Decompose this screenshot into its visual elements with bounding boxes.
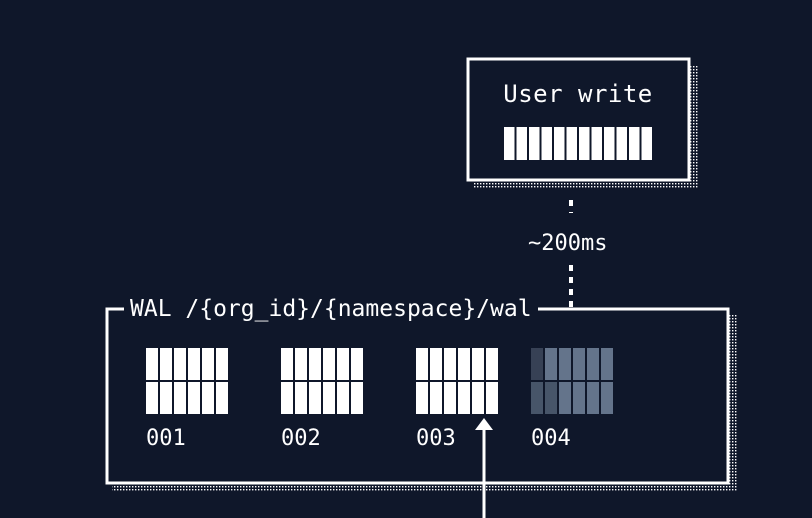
read-arrow-head (475, 418, 493, 430)
segment-cell (458, 348, 470, 380)
segment-cell (601, 382, 613, 414)
wal-segment-004 (531, 348, 613, 414)
segment-cell (281, 382, 293, 414)
payload-cell (541, 127, 552, 160)
segment-label-002: 002 (281, 426, 321, 451)
segment-cell (559, 348, 571, 380)
segment-cell (202, 382, 214, 414)
segment-cell (531, 382, 543, 414)
segment-cell (601, 348, 613, 380)
segment-cell (351, 348, 363, 380)
segment-cell (337, 382, 349, 414)
wal-segment-002 (281, 348, 363, 414)
segment-cell (416, 348, 428, 380)
segment-cell (323, 382, 335, 414)
segment-cell (458, 382, 470, 414)
segment-cell (174, 348, 186, 380)
segment-cell (545, 348, 557, 380)
segment-cell (486, 348, 498, 380)
segment-cell (188, 348, 200, 380)
segment-label-003: 003 (416, 426, 456, 451)
segment-cell (295, 382, 307, 414)
wal-segments (146, 348, 613, 414)
payload-cell (629, 127, 640, 160)
payload-cell (641, 127, 652, 160)
payload-cell (516, 127, 527, 160)
segment-label-004: 004 (531, 426, 571, 451)
segment-cell (545, 382, 557, 414)
segment-cell (472, 382, 484, 414)
segment-cell (216, 348, 228, 380)
segment-cell (573, 382, 585, 414)
segment-cell (202, 348, 214, 380)
segment-cell (146, 382, 158, 414)
payload-cell (591, 127, 602, 160)
payload-cell (504, 127, 515, 160)
latency-label: ~200ms (526, 231, 610, 257)
payload-cell (579, 127, 590, 160)
segment-cell (281, 348, 293, 380)
segment-cell (146, 348, 158, 380)
wal-segment-003 (416, 348, 498, 414)
payload-cell (529, 127, 540, 160)
segment-label-001: 001 (146, 426, 186, 451)
segment-cell (573, 348, 585, 380)
segment-cell (309, 382, 321, 414)
wal-segment-001 (146, 348, 228, 414)
user-write-title: User write (503, 80, 653, 108)
write-payload-block (504, 127, 652, 160)
segment-cell (160, 348, 172, 380)
segment-cell (472, 348, 484, 380)
payload-cell (554, 127, 565, 160)
payload-cell (566, 127, 577, 160)
segment-cell (416, 382, 428, 414)
segment-cell (174, 382, 186, 414)
segment-cell (309, 348, 321, 380)
user-write-box (466, 57, 691, 182)
segment-cell (216, 382, 228, 414)
segment-cell (323, 348, 335, 380)
segment-cell (444, 382, 456, 414)
segment-cell (430, 382, 442, 414)
payload-cell (616, 127, 627, 160)
segment-cell (444, 348, 456, 380)
segment-cell (337, 348, 349, 380)
wal-title: WAL /{org_id}/{namespace}/wal (124, 296, 538, 323)
segment-cell (430, 348, 442, 380)
payload-cell (604, 127, 615, 160)
segment-cell (587, 382, 599, 414)
segment-cell (531, 348, 543, 380)
segment-cell (486, 382, 498, 414)
segment-cell (559, 382, 571, 414)
segment-cell (188, 382, 200, 414)
segment-cell (587, 348, 599, 380)
segment-cell (160, 382, 172, 414)
segment-cell (295, 348, 307, 380)
segment-cell (351, 382, 363, 414)
